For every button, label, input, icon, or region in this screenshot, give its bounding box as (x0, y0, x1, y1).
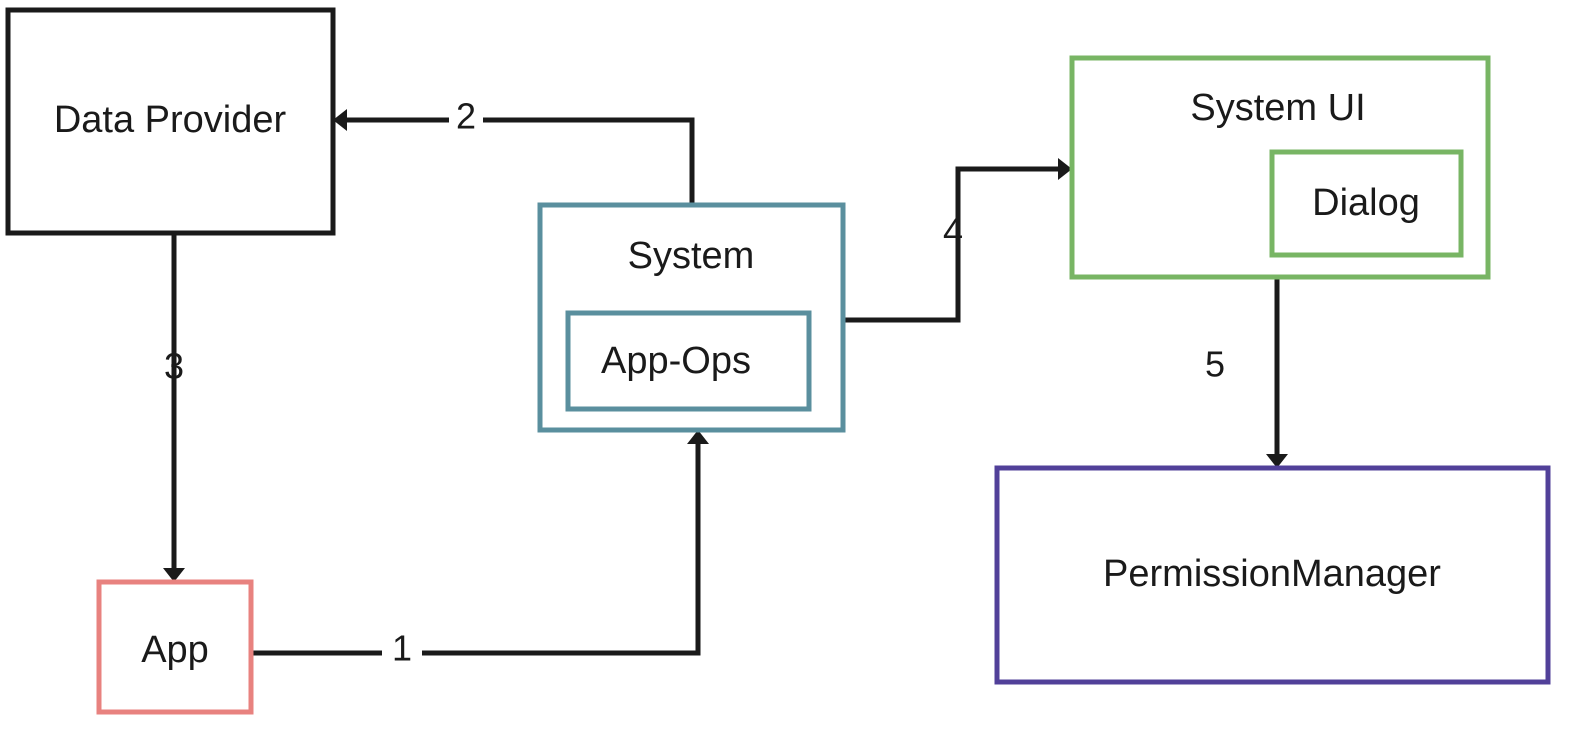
edge-label-backdrop-2 (449, 96, 483, 142)
node-data-provider[interactable]: Data Provider (5, 7, 336, 236)
node-box-app[interactable] (96, 579, 254, 715)
edges-layer (163, 109, 1288, 656)
edge-label-2: 2 (456, 96, 476, 137)
node-box-data-provider[interactable] (5, 7, 336, 236)
edge-label-3: 3 (164, 346, 184, 387)
node-dialog[interactable]: Dialog (1269, 149, 1464, 258)
edge-label-group-2: 2 (449, 96, 483, 142)
edge-2 (333, 109, 695, 205)
arrowhead-4 (1058, 158, 1072, 180)
edge-label-1: 1 (392, 628, 412, 669)
node-app[interactable]: App (96, 579, 254, 715)
edge-4 (843, 158, 1072, 323)
node-app-ops[interactable]: App-Ops (565, 310, 812, 412)
arrowhead-3 (163, 568, 185, 582)
node-label-data-provider: Data Provider (54, 99, 287, 141)
edge-label-group-1: 1 (382, 625, 422, 677)
edge-1 (251, 430, 709, 656)
edge-labels-layer: 1 2 3 4 5 (164, 96, 1225, 677)
edge-3 (163, 233, 185, 582)
node-box-dialog[interactable] (1269, 149, 1464, 258)
node-label-system-ui: System UI (1190, 87, 1365, 129)
node-permission-manager[interactable]: PermissionManager (994, 465, 1551, 685)
edge-5 (1266, 277, 1288, 468)
node-box-app-ops[interactable] (565, 310, 812, 412)
node-label-app-ops: App-Ops (601, 340, 751, 382)
arrowhead-2 (333, 109, 347, 131)
edge-label-5: 5 (1205, 344, 1225, 385)
node-box-permission-manager[interactable] (994, 465, 1551, 685)
edge-path-4 (843, 166, 1060, 323)
edge-label-4: 4 (943, 211, 963, 252)
edge-path-1 (251, 440, 701, 656)
edge-label-group-4: 4 (943, 211, 963, 252)
node-label-system: System (628, 235, 755, 277)
arrowhead-5 (1266, 454, 1288, 468)
node-label-app: App (141, 629, 209, 671)
edge-label-group-3: 3 (164, 346, 184, 387)
edge-label-backdrop-1 (382, 625, 422, 677)
node-label-dialog: Dialog (1312, 182, 1420, 224)
arrowhead-1 (687, 430, 709, 444)
edge-label-group-5: 5 (1205, 344, 1225, 385)
edge-path-2 (345, 117, 695, 205)
node-label-permission-manager: PermissionManager (1103, 553, 1441, 595)
